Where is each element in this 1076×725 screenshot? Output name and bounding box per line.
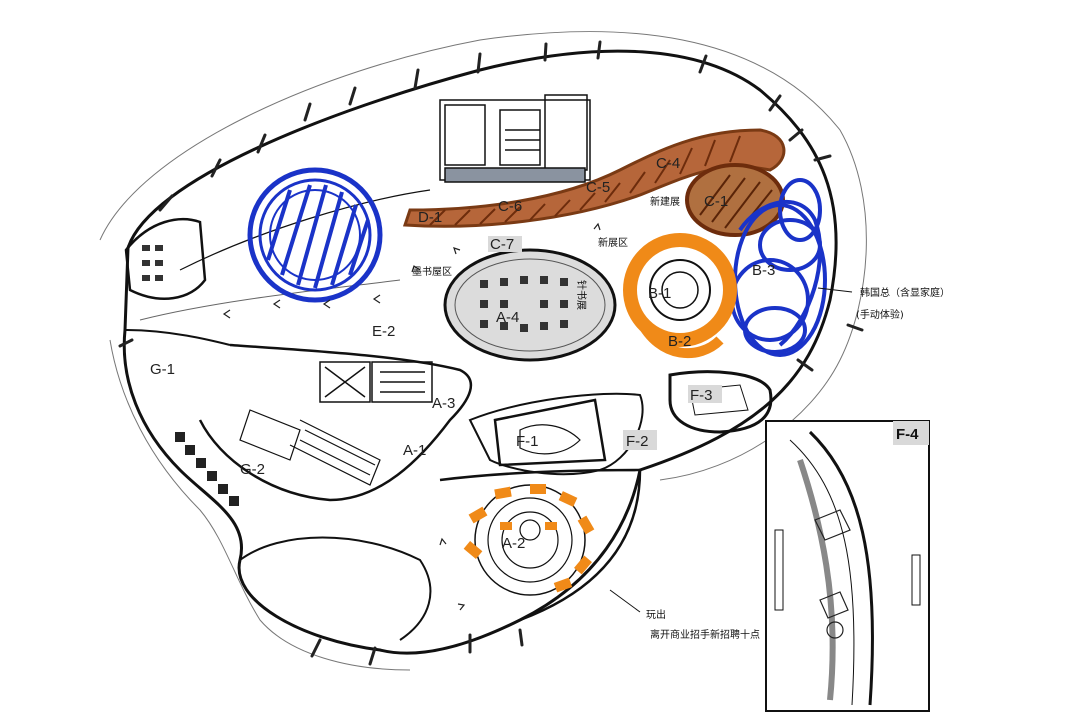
zone-label-f3: F-3	[690, 387, 713, 404]
zone-label-d1: D-1	[418, 209, 442, 226]
entry-room	[124, 218, 207, 300]
note-near-c7: 墨书屋区	[412, 266, 452, 278]
note-near-b1: 新建展	[650, 195, 680, 208]
building-outline	[99, 31, 867, 671]
zone-label-c6: C-6	[498, 198, 522, 215]
core-block	[439, 94, 591, 183]
room-f3	[668, 370, 773, 434]
note-right-line2: (手动体验)	[856, 308, 904, 321]
note-right-line1: 韩国总（含显家庭）	[860, 286, 950, 299]
zone-labels: A-1 A-2 A-3 A-4 B-1 B-2 B-3 C-1 C-4 C-5 …	[150, 155, 919, 552]
zone-label-f4: F-4	[896, 426, 919, 443]
zone-label-a2: A-2	[502, 535, 525, 552]
zone-label-a1: A-1	[403, 442, 426, 459]
brown-marker-band	[402, 128, 786, 228]
zone-label-g1: G-1	[150, 361, 175, 378]
zone-label-c1: C-1	[704, 193, 728, 210]
orange-marker-b1	[623, 233, 737, 358]
note-near-c1: 新展区	[598, 236, 628, 249]
inset-f4	[765, 420, 930, 712]
exterior-columns	[118, 40, 864, 666]
flow-arrows	[222, 222, 601, 611]
zone-label-b3: B-3	[752, 262, 775, 279]
zone-label-g2: G-2	[240, 461, 265, 478]
zone-label-c4: C-4	[656, 155, 680, 172]
zone-label-b2: B-2	[668, 333, 691, 350]
blue-marker-sphere	[247, 167, 383, 303]
zone-label-b1: B-1	[648, 285, 671, 302]
note-bottom-line2: 离开商业招手新招聘十点	[650, 628, 760, 641]
room-a4	[443, 248, 617, 362]
stair-g2	[239, 409, 381, 486]
room-f1	[493, 398, 607, 467]
brown-marker-c1	[685, 163, 785, 237]
seating-left-column	[175, 432, 239, 506]
zone-label-f1: F-1	[516, 433, 539, 450]
zone-label-f2: F-2	[626, 433, 649, 450]
zone-label-c7: C-7	[490, 236, 514, 253]
handwritten-notes: 韩国总（含显家庭） (手动体验) 玩出 离开商业招手新招聘十点 墨书屋区 新建展…	[412, 195, 950, 641]
zone-label-a4: A-4	[496, 309, 519, 326]
zone-label-a3: A-3	[432, 395, 455, 412]
zone-label-c5: C-5	[586, 179, 610, 196]
zone-label-e2: E-2	[372, 323, 395, 340]
note-vertical-a4: 针书展	[575, 280, 588, 310]
note-bottom-line1: 玩出	[646, 608, 666, 621]
orange-marker-a2	[463, 484, 595, 596]
stair-core-left	[319, 361, 433, 403]
